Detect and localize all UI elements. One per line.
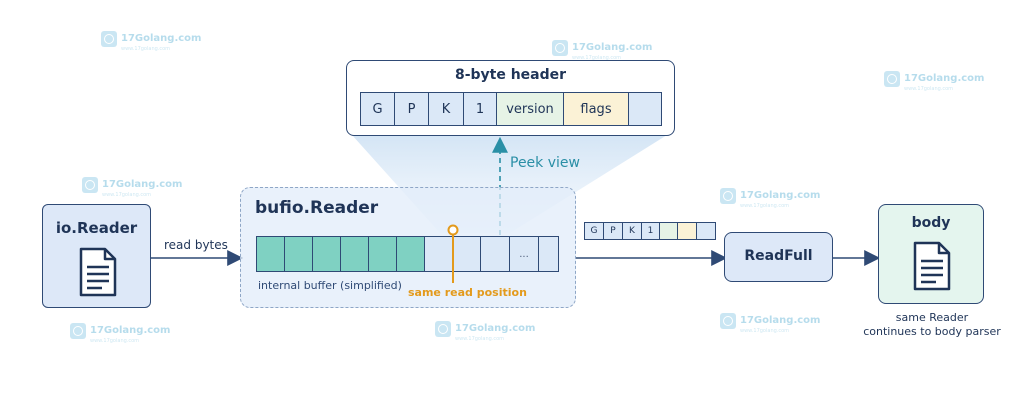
header-title: 8-byte header <box>454 67 567 83</box>
header-cell-1: 1 <box>463 92 497 126</box>
watermark-logo-icon <box>552 40 568 56</box>
watermark-logo-icon <box>720 313 736 329</box>
buffer-cell <box>368 236 397 272</box>
read-position-marker <box>447 224 459 283</box>
body-node: body <box>878 204 984 304</box>
buffer-cell <box>312 236 341 272</box>
header-cell-p: P <box>394 92 429 126</box>
mini-cell-empty <box>696 222 716 240</box>
readfull-node: ReadFull <box>724 232 833 282</box>
watermark-logo-icon <box>720 188 736 204</box>
mini-cell-1: 1 <box>641 222 660 240</box>
readfull-label: ReadFull <box>744 248 813 264</box>
io-reader-title: io.Reader <box>55 219 138 237</box>
body-caption-line1: same Reader <box>895 311 969 324</box>
watermark-logo-icon <box>884 71 900 87</box>
buffer-cell <box>256 236 285 272</box>
buffer-cell <box>340 236 369 272</box>
io-reader-node: io.Reader <box>42 204 151 308</box>
body-caption-line2: continues to body parser <box>863 325 1001 338</box>
read-bytes-label: read bytes <box>164 238 228 252</box>
buffer-cell <box>452 236 481 272</box>
buffer-cell <box>538 236 559 272</box>
body-title: body <box>911 215 951 231</box>
watermark-logo-icon <box>101 31 117 47</box>
watermark-logo-icon <box>70 323 86 339</box>
mini-cell-p: P <box>603 222 623 240</box>
mini-cell-g: G <box>584 222 604 240</box>
buffer-cell <box>396 236 425 272</box>
header-cell-k: K <box>428 92 464 126</box>
peek-view-label: Peek view <box>510 155 580 171</box>
watermark-logo-icon <box>82 177 98 193</box>
buffer-cell <box>284 236 313 272</box>
bufio-reader-title: bufio.Reader <box>255 198 379 218</box>
document-icon <box>79 247 117 297</box>
read-position-label: same read position <box>408 286 527 299</box>
buffer-caption: internal buffer (simplified) <box>258 279 402 292</box>
mini-cell-flags <box>677 222 697 240</box>
header-cell-version: version <box>496 92 564 126</box>
mini-cell-k: K <box>622 222 642 240</box>
mini-cell-version <box>659 222 678 240</box>
header-cell-flags: flags <box>563 92 629 126</box>
header-cell-g: G <box>360 92 395 126</box>
buffer-cell <box>480 236 510 272</box>
header-cell-empty <box>628 92 662 126</box>
watermark-logo-icon <box>435 321 451 337</box>
buffer-cell-ellipsis: ... <box>509 236 539 272</box>
document-icon <box>913 241 951 291</box>
